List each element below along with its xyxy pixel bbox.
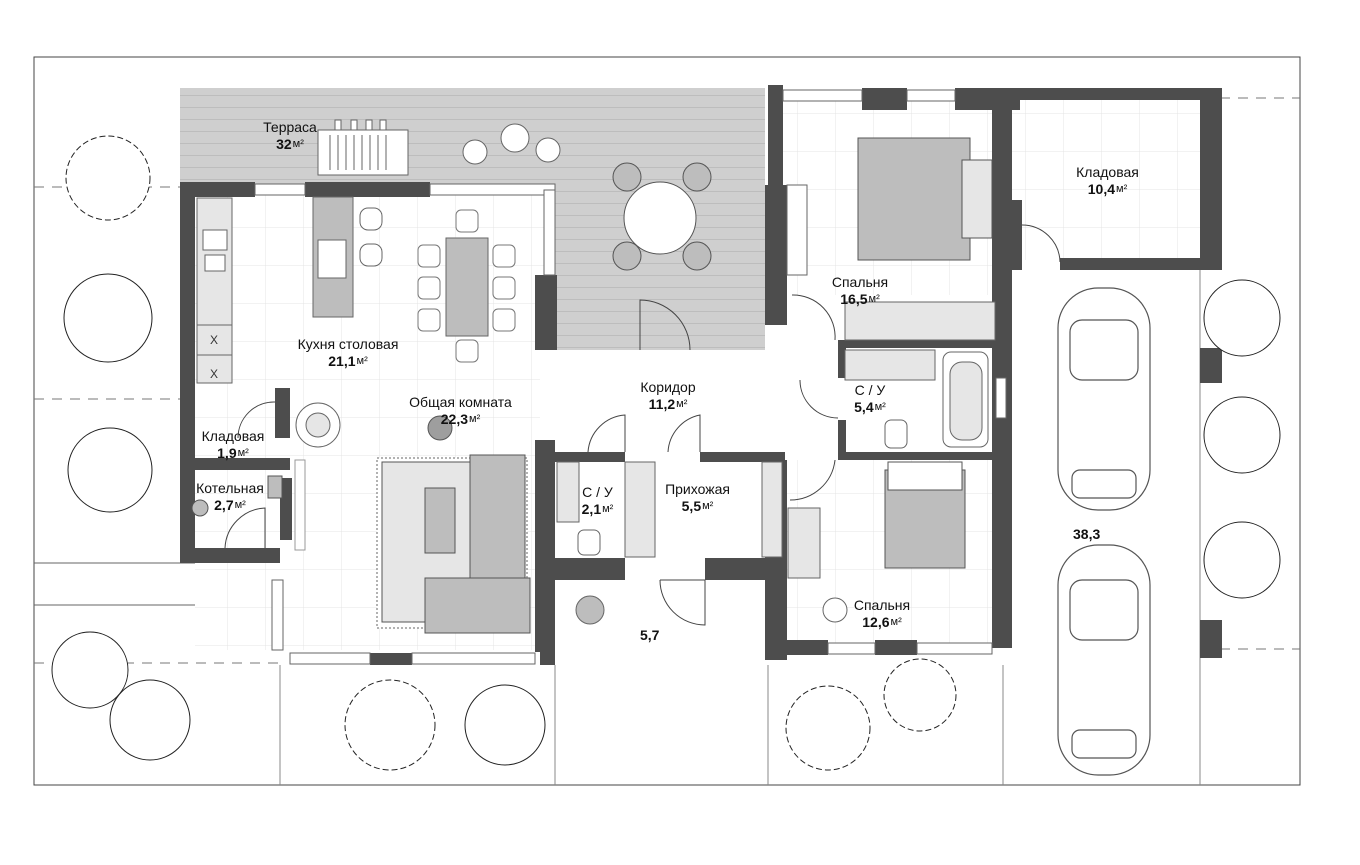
area-unit: м² <box>356 355 368 367</box>
room-name: Котельная <box>196 480 264 496</box>
room-name: Кладовая <box>1076 164 1139 180</box>
room-area: 22,3 <box>440 411 468 427</box>
parking-area-label: 38,3 <box>1073 526 1101 542</box>
room-area: 2,1 <box>581 501 602 517</box>
car <box>1057 544 1151 776</box>
room-area: 1,9 <box>217 445 237 461</box>
area-unit: м² <box>602 503 614 515</box>
area-unit: м² <box>890 616 902 628</box>
svg-text:X: X <box>210 367 218 381</box>
car <box>1057 287 1151 511</box>
room-label-bedroom-large: Спальня 16,5м² <box>820 274 900 308</box>
windows <box>254 89 1007 665</box>
room-area: 11,2 <box>648 396 676 412</box>
area-unit: м² <box>676 398 688 410</box>
room-name: Кухня столовая <box>297 336 399 352</box>
room-name: Прихожая <box>665 481 730 497</box>
bedroom-furniture <box>575 137 993 625</box>
room-area: 16,5 <box>840 291 868 307</box>
doors <box>224 224 1061 626</box>
svg-text:X: X <box>210 333 218 347</box>
room-name: Кладовая <box>201 428 265 444</box>
room-label-living-room: Общая комната 22,3м² <box>398 394 523 428</box>
room-label-storage-large: Кладовая 10,4м² <box>1065 164 1150 198</box>
bathroom-fixtures <box>556 349 989 556</box>
area-unit: м² <box>868 293 880 305</box>
area-unit: м² <box>1116 183 1128 195</box>
room-label-kitchen-dining: Кухня столовая 21,1м² <box>283 336 413 370</box>
room-label-storage-small: Кладовая 1,9м² <box>193 428 273 462</box>
room-name: Общая комната <box>409 394 512 410</box>
room-area: 10,4 <box>1087 181 1115 197</box>
room-name: Терраса <box>263 119 317 135</box>
room-area: 5,5 <box>681 498 702 514</box>
room-label-hallway: Прихожая 5,5м² <box>655 481 740 515</box>
trees <box>51 135 1281 771</box>
room-area: 2,7 <box>214 497 234 513</box>
area-unit: м² <box>237 447 249 459</box>
room-area: 12,6 <box>862 614 890 630</box>
site-border <box>33 56 1301 786</box>
area-unit: м² <box>234 499 246 511</box>
area-unit: м² <box>469 413 481 425</box>
room-label-bathroom-small: С / У 2,1м² <box>570 484 625 518</box>
room-label-terrace: Терраса 32м² <box>250 119 330 153</box>
terrace-furniture <box>317 119 712 271</box>
room-area: 5,4 <box>854 399 874 415</box>
room-area: 21,1 <box>328 353 356 369</box>
walls <box>180 85 1222 665</box>
area-unit: м² <box>702 500 714 512</box>
room-name: Коридор <box>640 379 696 395</box>
living-furniture <box>294 402 531 634</box>
wardrobes <box>624 301 996 579</box>
room-label-bathroom-large: С / У 5,4м² <box>840 382 900 416</box>
room-label-corridor: Коридор 11,2м² <box>628 379 708 413</box>
room-label-bedroom-small: Спальня 12,6м² <box>842 597 922 631</box>
boiler-room-fixtures <box>191 475 283 517</box>
area-unit: м² <box>874 401 886 413</box>
room-name: С / У <box>854 382 886 398</box>
room-name: Спальня <box>831 274 889 290</box>
area-unit: м² <box>292 138 304 150</box>
room-name: С / У <box>582 484 613 500</box>
porch-area-label: 5,7 <box>640 627 660 643</box>
room-name: Спальня <box>853 597 911 613</box>
room-area: 32 <box>276 136 292 152</box>
room-label-boiler-room: Котельная 2,7м² <box>190 480 270 514</box>
kitchen-furniture: X X <box>196 196 516 384</box>
